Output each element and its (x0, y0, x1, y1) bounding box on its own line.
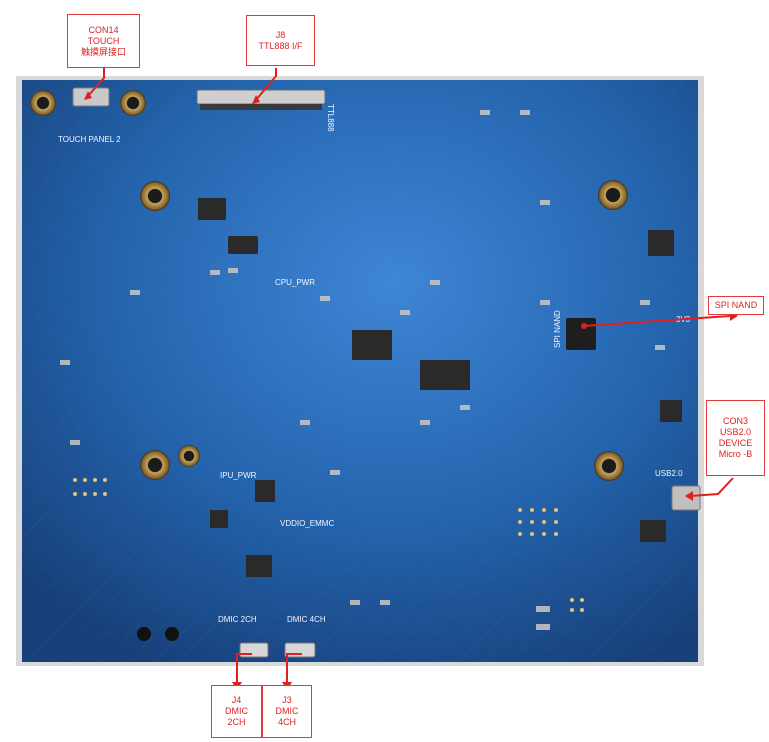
callout-j3: J3 DMIC 4CH (262, 685, 312, 738)
callout-con3-line2: USB2.0 (719, 427, 752, 437)
callout-con3-line1: CON3 (722, 416, 748, 426)
callout-con14-line2: TOUCH (87, 35, 120, 46)
silk-dmic-2ch: DMIC 2CH (218, 615, 257, 624)
silk-dmic-4ch: DMIC 4CH (287, 615, 326, 624)
ttl888-connector (196, 89, 326, 105)
silk-usb20: USB2.0 (655, 469, 683, 478)
annotation-arrows (87, 68, 734, 685)
callout-con14-line3: 触摸屏接口 (80, 46, 126, 57)
mounting-hole (594, 451, 624, 481)
spi-nand-chip (566, 318, 596, 350)
callout-con3: CON3 USB2.0 DEVICE Micro -B (706, 400, 765, 476)
callout-j8-line2: TTL888 I/F (258, 40, 303, 51)
silk-touch-panel: TOUCH PANEL 2 (58, 135, 121, 144)
usb-connector (671, 485, 701, 511)
mounting-hole (598, 180, 628, 210)
callout-j4: J4 DMIC 2CH (211, 685, 262, 738)
callout-con14: CON14 TOUCH 触摸屏接口 (67, 14, 140, 68)
callout-j3-line3: 4CH (277, 717, 296, 727)
callout-j8: J8 TTL888 I/F (246, 15, 315, 66)
callout-spi-line1: SPI NAND (714, 300, 758, 310)
silk-vddio-emmc: VDDIO_EMMC (280, 519, 334, 528)
callout-j4-line3: 2CH (227, 717, 246, 727)
mounting-hole (120, 90, 146, 116)
mounting-hole (178, 445, 200, 467)
mounting-hole (30, 90, 56, 116)
callout-con14-line1: CON14 (88, 24, 119, 35)
callout-spi-nand: SPI NAND (708, 296, 764, 315)
silk-ipu-pwr: IPU_PWR (220, 471, 257, 480)
callout-con3-line4: Micro -B (718, 449, 753, 459)
callout-j4-line2: DMIC (225, 706, 248, 716)
mounting-hole (140, 450, 170, 480)
callout-j3-line2: DMIC (275, 706, 299, 716)
callout-j3-line1: J3 (282, 695, 292, 705)
callout-con3-line3: DEVICE (718, 438, 753, 448)
silk-cpu-pwr: CPU_PWR (275, 278, 315, 287)
callout-j8-line1: J8 (275, 29, 286, 40)
components (198, 198, 682, 577)
mounting-hole (140, 181, 170, 211)
callout-j4-line1: J4 (231, 695, 242, 705)
silk-spi-nand: SPI NAND (553, 310, 562, 348)
silk-ttl888: TTL888 (326, 104, 335, 132)
